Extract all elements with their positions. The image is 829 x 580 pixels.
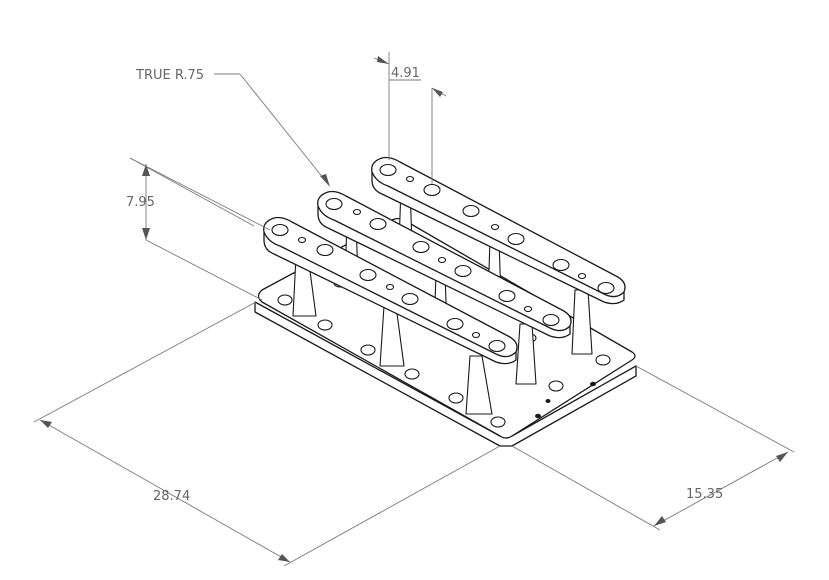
support-post	[571, 289, 593, 355]
base-hole	[404, 368, 420, 380]
top-bar-front	[263, 216, 518, 365]
bar-small-hole	[297, 236, 307, 244]
bar-hole	[423, 183, 441, 197]
support-post	[465, 355, 493, 415]
extension-line	[129, 157, 255, 227]
arrowhead	[142, 164, 150, 176]
arrowhead	[432, 88, 443, 97]
bar-hole	[401, 292, 419, 306]
base-small-hole	[590, 381, 596, 387]
leader-note-true-r75: TRUE R.75	[135, 68, 330, 187]
extension-line	[511, 445, 661, 531]
base-hole	[490, 416, 506, 428]
bar-small-hole	[352, 208, 362, 216]
bar-small-hole	[471, 331, 481, 339]
dimension-28-74: 28.74	[33, 301, 501, 567]
base-hole	[360, 344, 376, 356]
dimension-text-bottom-right: 15.35	[686, 487, 723, 502]
extension-line	[283, 445, 501, 567]
base-small-hole	[535, 413, 541, 419]
bar-hole	[325, 197, 343, 211]
dimension-text-bottom-left: 28.74	[153, 489, 190, 504]
top-bar-middle	[317, 190, 572, 339]
bar-hole	[488, 339, 506, 353]
base-hole	[448, 392, 464, 404]
arrowhead	[320, 174, 330, 187]
dimension-15-35: 15.35	[511, 365, 795, 531]
arrowhead	[377, 56, 389, 64]
arrowhead	[278, 554, 290, 562]
dimension-line	[39, 419, 291, 563]
bar-hole	[552, 258, 570, 272]
leader-line	[239, 73, 329, 185]
dimension-text-left: 7.95	[126, 195, 155, 210]
base-hole	[595, 354, 611, 366]
support-post	[515, 323, 537, 385]
leader-note-text: TRUE R.75	[135, 68, 204, 83]
bar-hole	[412, 240, 430, 254]
bar-hole	[454, 264, 472, 278]
bar-hole	[369, 217, 387, 231]
bar-small-hole	[385, 283, 395, 291]
bar-hole	[507, 232, 525, 246]
extension-line	[145, 239, 263, 301]
bar-small-hole	[405, 175, 415, 183]
extension-line	[129, 157, 271, 231]
top-bar-back	[371, 156, 626, 305]
dimension-7-95: 7.95	[126, 157, 271, 240]
base-small-hole	[545, 399, 551, 403]
extension-line	[33, 301, 257, 423]
bar-hole	[542, 313, 560, 327]
bar-hole	[379, 163, 397, 177]
bar-hole	[597, 281, 615, 295]
arrowhead	[776, 452, 788, 462]
arrowhead	[654, 516, 666, 526]
dimension-text-top: 4.91	[391, 66, 420, 81]
base-hole	[277, 294, 293, 306]
bar-hole	[446, 317, 464, 331]
arrowhead	[40, 420, 52, 428]
bar-small-hole	[490, 223, 500, 231]
arrowhead	[142, 228, 150, 240]
bar-small-hole	[437, 256, 447, 264]
bar-small-hole	[577, 272, 587, 280]
dimension-line	[653, 451, 789, 527]
bar-hole	[462, 204, 480, 218]
dimension-4-91: 4.91	[373, 52, 447, 184]
base-hole	[317, 319, 333, 331]
bar-hole	[359, 268, 377, 282]
base-hole	[548, 380, 564, 392]
bar-hole	[271, 223, 289, 237]
bar-hole	[498, 289, 516, 303]
extension-line	[635, 365, 795, 453]
bar-hole	[316, 243, 334, 257]
bar-small-hole	[523, 305, 533, 313]
